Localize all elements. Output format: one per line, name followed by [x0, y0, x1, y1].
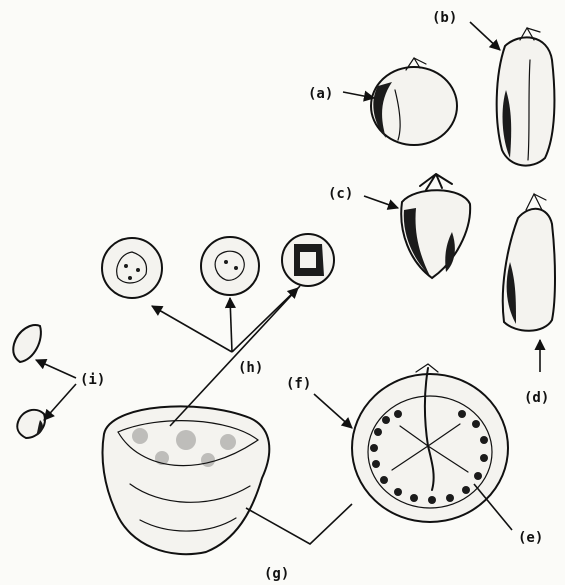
fruit-plum — [503, 194, 555, 331]
seed-1 — [13, 325, 41, 362]
label-g: (g) — [264, 566, 289, 582]
arrow-a — [343, 92, 374, 98]
fruit-heart — [401, 174, 470, 278]
cross-section-2 — [201, 237, 259, 295]
label-f: (f) — [286, 376, 311, 392]
fruit-elongated — [497, 28, 555, 166]
label-e: (e) — [518, 530, 543, 546]
seed-2 — [17, 410, 45, 438]
label-a: (a) — [308, 86, 333, 102]
label-b: (b) — [432, 10, 457, 26]
half-tomato — [103, 406, 270, 554]
label-d: (d) — [524, 390, 549, 406]
cross-section-3 — [282, 234, 334, 286]
arrow-i-2 — [44, 384, 76, 420]
label-c: (c) — [328, 186, 353, 202]
tomato-section — [352, 364, 508, 522]
arrow-b — [470, 22, 500, 50]
arrow-h-1 — [152, 306, 232, 352]
arrow-i-1 — [36, 360, 76, 378]
label-i: (i) — [80, 372, 105, 388]
arrow-c — [364, 196, 398, 208]
arrow-h-2 — [230, 298, 232, 352]
label-h: (h) — [238, 360, 263, 376]
pointer-g-section — [170, 286, 300, 426]
fruit-round — [371, 58, 457, 145]
arrow-f — [314, 394, 352, 428]
pointer-g — [246, 504, 352, 544]
cross-section-1 — [102, 238, 162, 298]
arrow-h-3 — [232, 288, 298, 352]
